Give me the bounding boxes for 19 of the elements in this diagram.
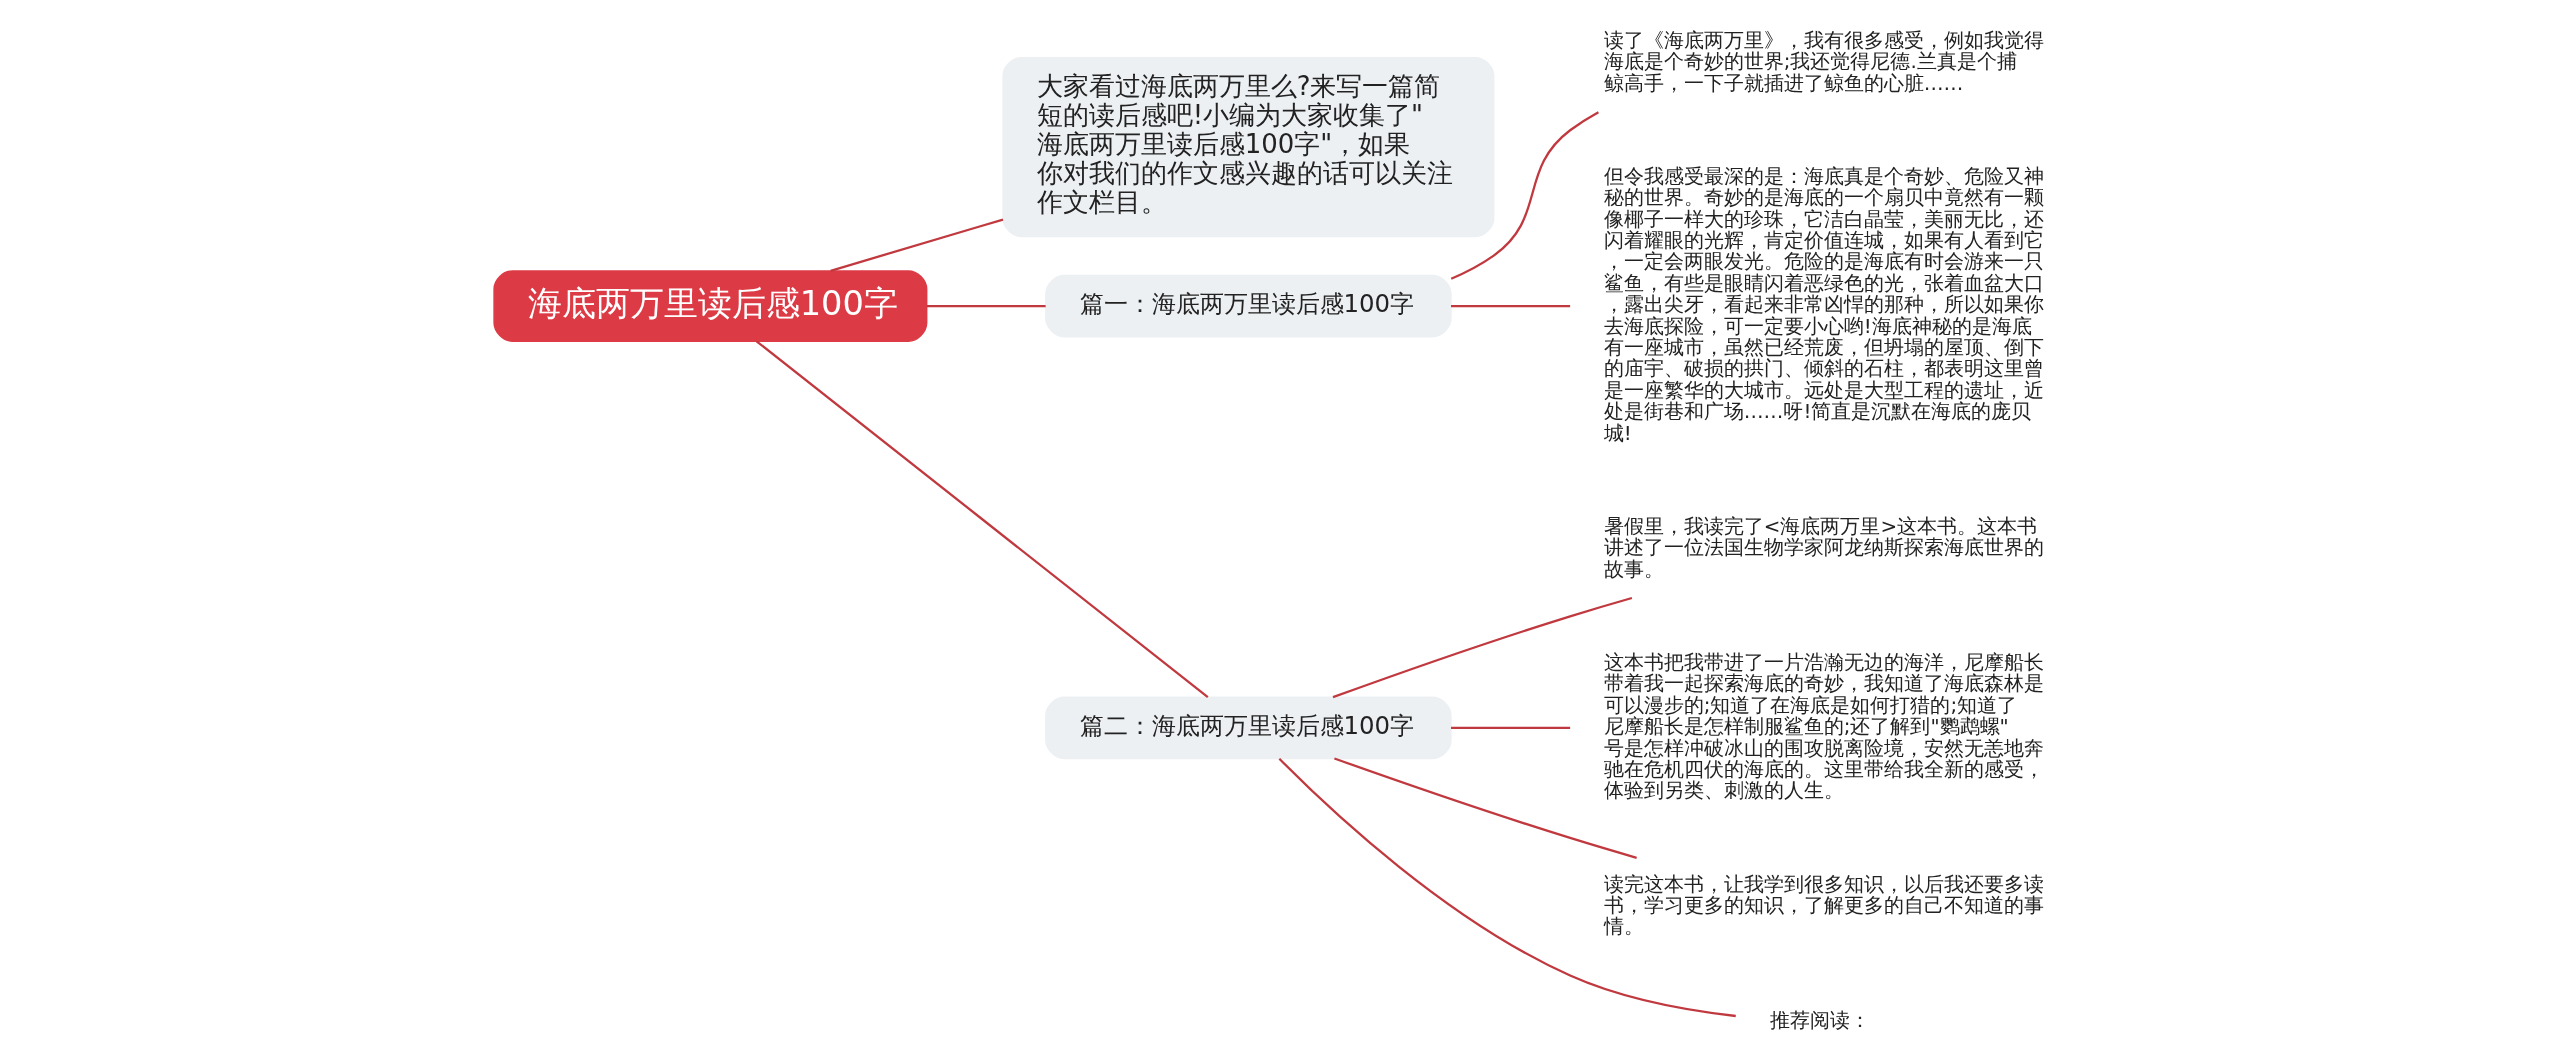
connector [755,340,1208,698]
node-text: 推荐阅读： [1769,1008,1870,1032]
node-text: 这本书把我带进了一片浩瀚无边的海洋，尼摩船长带着我一起探索海底的奇妙，我知道了海底森林是可以漫步的;知道了在海底是如何打猎的;知道了尼摩船长是怎样制服鲨鱼的;还了解到"鹦鹉螺"号是怎样冲破冰山的围攻脱离险境，安然无恙地奔驰在危机四伏的海底的。这里带给我全新的感受，体验到另类、刺激的人生。 [1603,650,2044,803]
connector [926,304,1046,308]
node-text: 读了《海底两万里》，我有很多感受，例如我觉得海底是个奇妙的世界;我还觉得尼德.兰真是个捕鲸高手，一下子就插进了鲸鱼的心脏…… [1603,28,2044,95]
node-text: 读完这本书，让我学到很多知识，以后我还要多读书，学习更多的知识，了解更多的自己不知道的事情。 [1603,872,2044,939]
node-box: 篇二：海底两万里读后感100字 [1044,696,1452,760]
node-box: 篇一：海底两万里读后感100字 [1044,274,1452,338]
connector [1278,757,1736,1018]
connector [1450,111,1599,280]
connector [1333,757,1637,859]
connector [829,218,1003,272]
connector [1332,596,1632,699]
node-box: 海底两万里读后感100字 [492,270,927,342]
node-text: 但令我感受最深的是：海底真是个奇妙、危险又神秘的世界。奇妙的是海底的一个扇贝中竟然有一颗像椰子一样大的珍珠，它洁白晶莹，美丽无比，还闪着耀眼的光辉，肯定价值连城，如果有人看到它，一定会两眼发光。危险的是海底有时会游来一只鲨鱼，有些是眼睛闪着恶绿色的光，张着血盆大口，露出尖牙，看起来非常凶悍的那种，所以如果你去海底探险，可一定要小心哟!海底神秘的是海底有一座城市，虽然已经荒废，但坍塌的屋顶、倒下的庙宇、破损的拱门、倾斜的石柱，都表明这里曾是一座繁华的大城市。远处是大型工程的遗址，近处是街巷和广场……呀!简直是沉默在海底的庞贝城! [1603,164,2044,445]
node-box: 大家看过海底两万里么?来写一篇简短的读后感吧!小编为大家收集了"海底两万里读后感100字"，如果你对我们的作文感兴趣的话可以关注作文栏目。 [1001,56,1494,238]
connector [1450,726,1570,730]
connector [1450,304,1570,308]
node-text: 暑假里，我读完了<海底两万里>这本书。这本书讲述了一位法国生物学家阿龙纳斯探索海底世界的故事。 [1603,514,2044,581]
